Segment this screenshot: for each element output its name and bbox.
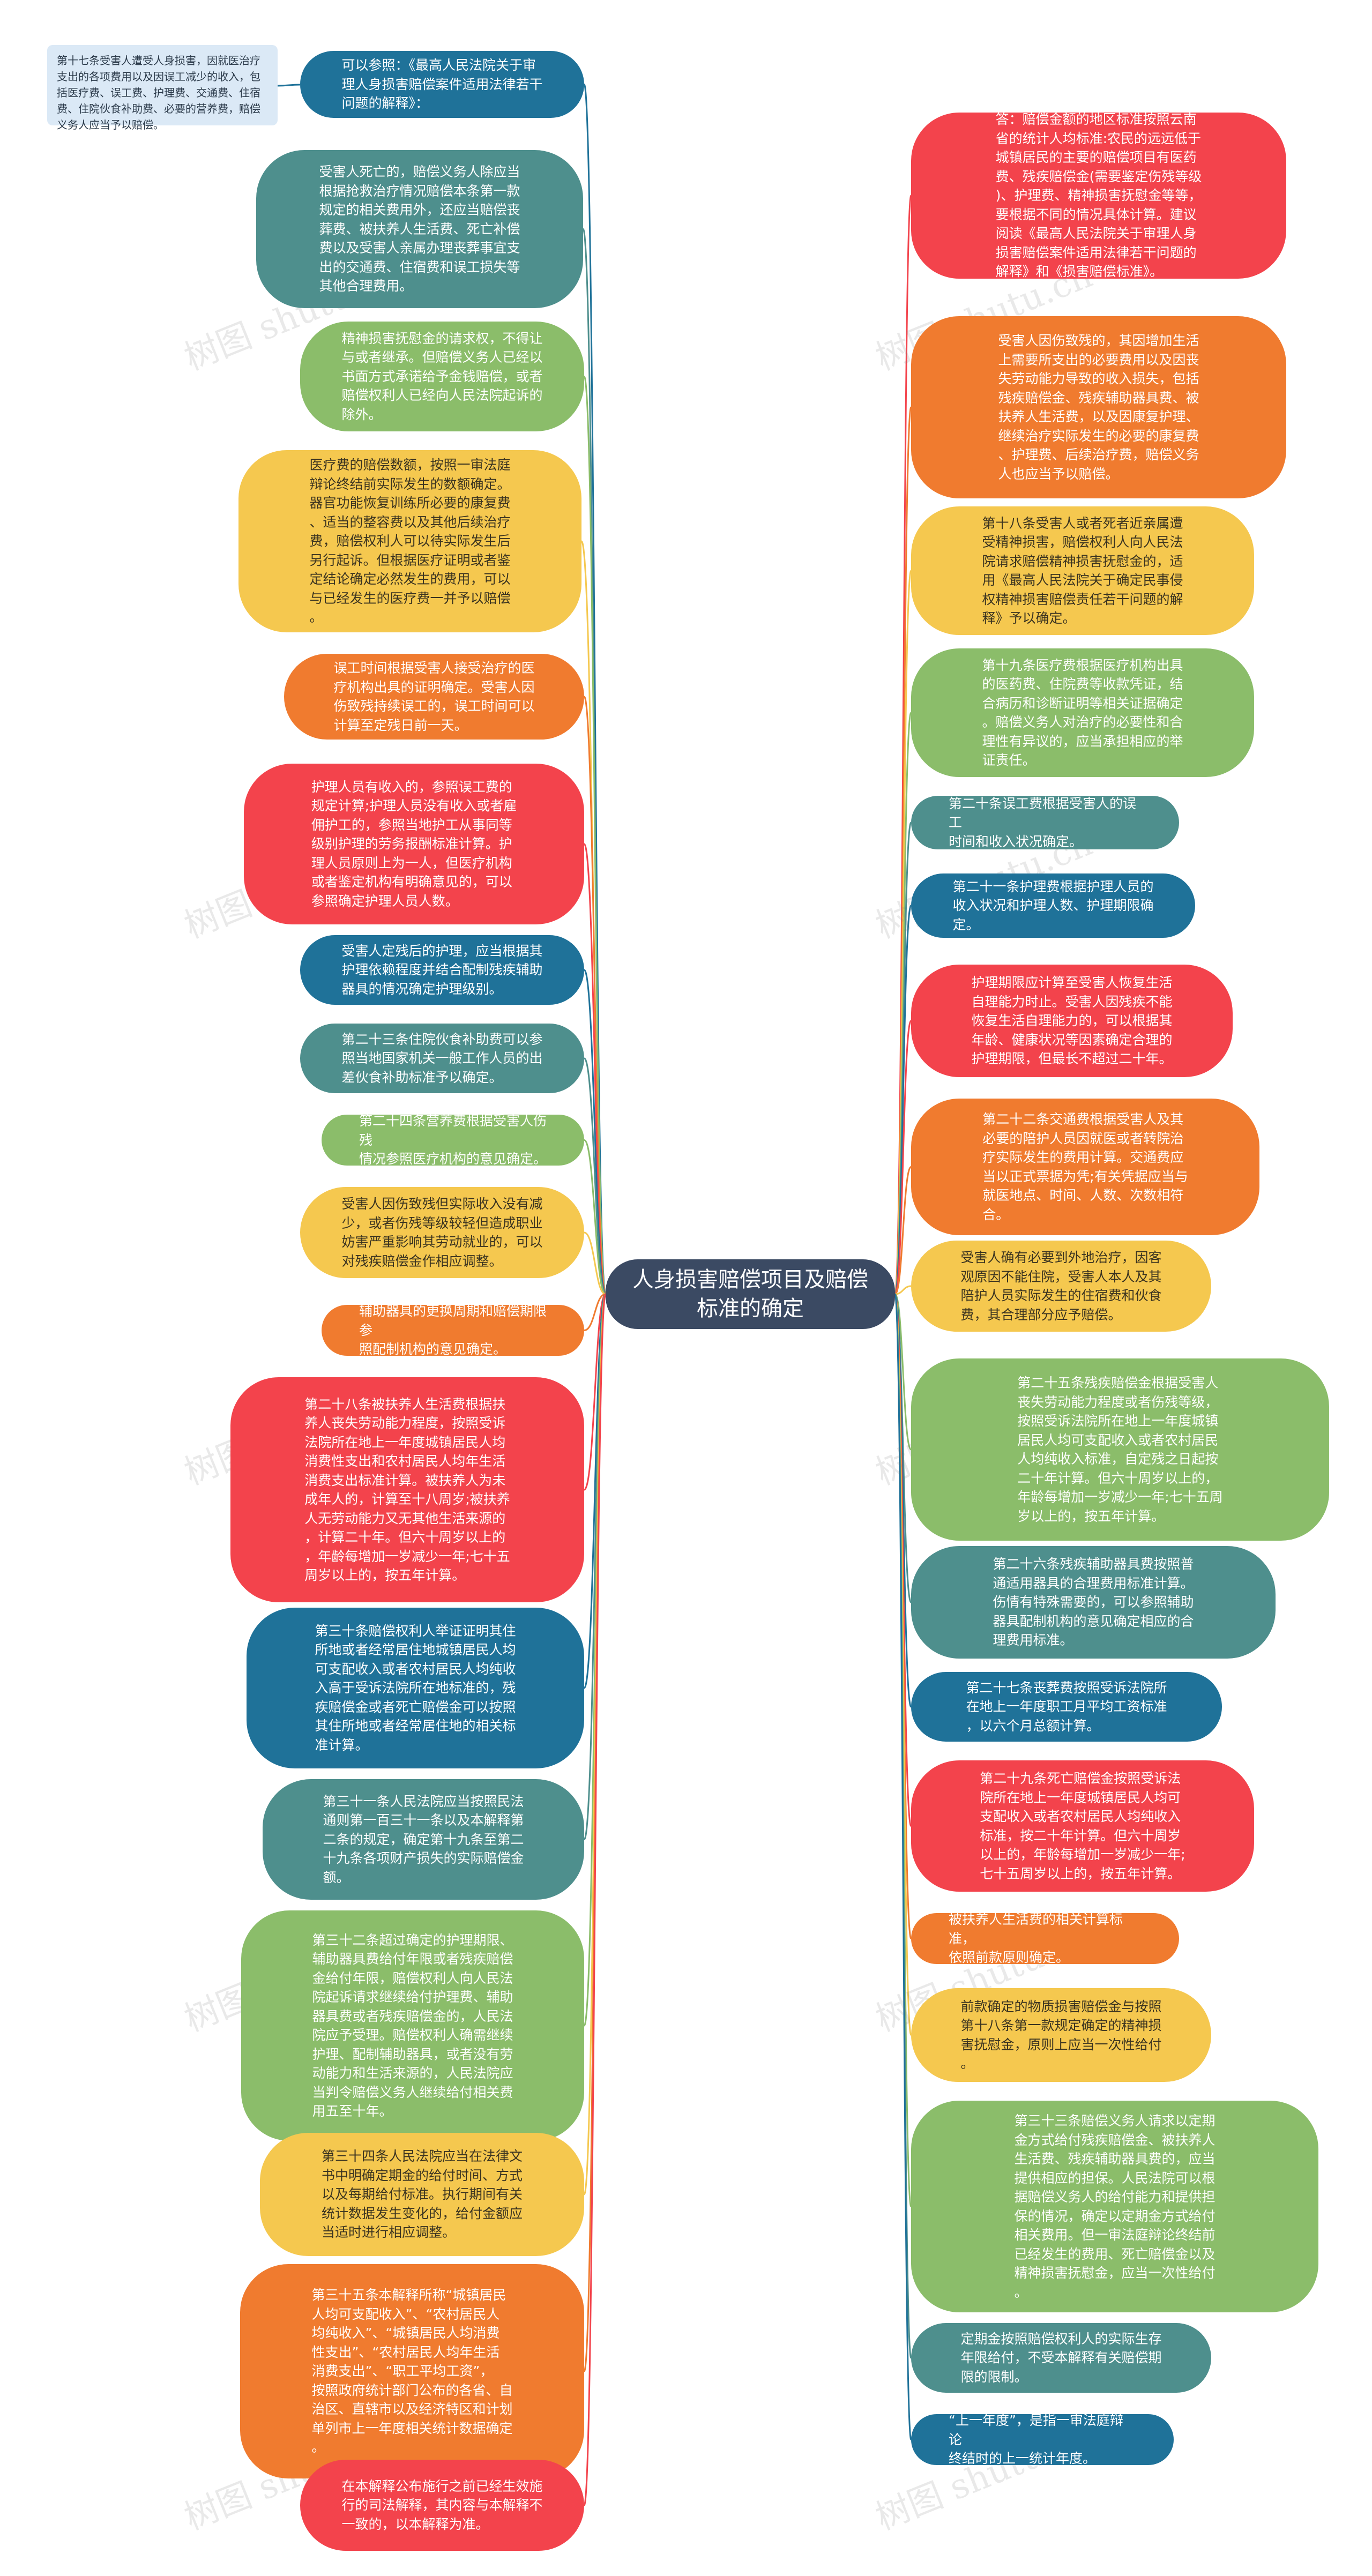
left-connector (584, 1293, 606, 1331)
right-branch-node[interactable]: 第十九条医疗费根据医疗机构出具 的医药费、住院费等收款凭证，结 合病历和诊断证明… (911, 648, 1254, 777)
right-branch-text: 第二十一条护理费根据护理人员的 收入状况和护理人数、护理期限确 定。 (952, 878, 1154, 932)
left-branch-node[interactable]: 医疗费的赔偿数额，按照一审法庭 辩论终结前实际发生的数额确定。 器官功能恢复训练… (238, 450, 581, 632)
left-branch-text: 受害人死亡的，赔偿义务人除应当 根据抢救治疗情况赔偿本条第一款 规定的相关费用外… (319, 164, 520, 294)
right-branch-node[interactable]: 第二十七条丧葬费按照受诉法院所 在地上一年度职工月平均工资标准 ，以六个月总额计… (911, 1672, 1222, 1742)
left-branch-node[interactable]: 护理人员有收入的，参照误工费的 规定计算;护理人员没有收入或者雇 佣护工的，参照… (244, 764, 584, 924)
left-branch-text: 第三十条赔偿权利人举证证明其住 所地或者经常居住地城镇居民人均 可支配收入或者农… (315, 1623, 516, 1753)
left-branch-text: 在本解释公布施行之前已经生效施 行的司法解释，其内容与本解释不 一致的，以本解释… (341, 2478, 543, 2532)
left-branch-node[interactable]: 辅助器具的更换周期和赔偿期限参 照配制机构的意见确定。 (322, 1303, 584, 1357)
right-branch-text: 受害人确有必要到外地治疗，因客 观原因不能住院，受害人本人及其 陪护人员实际发生… (960, 1250, 1162, 1323)
right-branch-text: “上一年度”，是指一审法庭辩论 终结时的上一统计年度。 (949, 2413, 1123, 2467)
left-branch-text: 医疗费的赔偿数额，按照一审法庭 辩论终结前实际发生的数额确定。 器官功能恢复训练… (309, 457, 511, 625)
left-branch-node[interactable]: 第二十四条营养费根据受害人伤残 情况参照医疗机构的意见确定。 (322, 1113, 584, 1167)
left-branch-text: 第二十四条营养费根据受害人伤残 情况参照医疗机构的意见确定。 (359, 1113, 547, 1167)
left-branch-text: 第二十八条被扶养人生活费根据扶 养人丧失劳动能力程度，按照受诉 法院所在地上一年… (304, 1396, 510, 1584)
right-branch-text: 第十八条受害人或者死者近亲属遭 受精神损害，赔偿权利人向人民法 院请求赔偿精神损… (982, 515, 1183, 626)
right-branch-node[interactable]: 护理期限应计算至受害人恢复生活 自理能力时止。受害人因残疾不能 恢复生活自理能力… (911, 965, 1233, 1077)
right-branch-node[interactable]: 第十八条受害人或者死者近亲属遭 受精神损害，赔偿权利人向人民法 院请求赔偿精神损… (911, 506, 1254, 635)
right-branch-node[interactable]: 第三十三条赔偿义务人请求以定期 金方式给付残疾赔偿金、被扶养人 生活费、残疾辅助… (911, 2101, 1318, 2312)
right-branch-text: 被扶养人生活费的相关计算标准， 依照前款原则确定。 (949, 1912, 1123, 1966)
central-topic[interactable]: 人身损害赔偿项目及赔偿 标准的确定 (606, 1259, 895, 1329)
left-branch-node[interactable]: 第二十八条被扶养人生活费根据扶 养人丧失劳动能力程度，按照受诉 法院所在地上一年… (230, 1377, 584, 1602)
left-branch-text: 精神损害抚慰金的请求权，不得让 与或者继承。但赔偿义务人已经以 书面方式承诺给予… (341, 330, 543, 422)
left-branch-node[interactable]: 受害人定残后的护理，应当根据其 护理依赖程度并结合配制残疾辅助 器具的情况确定护… (300, 935, 584, 1005)
right-branch-node[interactable]: 被扶养人生活费的相关计算标准， 依照前款原则确定。 (911, 1912, 1179, 1966)
right-branch-node[interactable]: 受害人因伤致残的，其因增加生活 上需要所支出的必要费用以及因丧 失劳动能力导致的… (911, 316, 1286, 498)
left-connector (583, 376, 607, 1295)
right-branch-text: 第二十九条死亡赔偿金按照受诉法 院所在地上一年度城镇居民人均可 支配收入或者农村… (980, 1771, 1185, 1881)
left-branch-node[interactable]: 第三十条赔偿权利人举证证明其住 所地或者经常居住地城镇居民人均 可支配收入或者农… (247, 1608, 584, 1768)
left-connector (583, 1293, 607, 1491)
right-branch-node[interactable]: 定期金按照赔偿权利人的实际生存 年限给付，不受本解释有关赔偿期 限的限制。 (911, 2323, 1211, 2393)
left-branch-text: 第三十二条超过确定的护理期限、 辅助器具费给付年限或者残疾赔偿 金给付年限，赔偿… (312, 1932, 513, 2119)
left-connector (583, 1293, 607, 2506)
left-branch-text: 护理人员有收入的，参照误工费的 规定计算;护理人员没有收入或者雇 佣护工的，参照… (311, 779, 517, 909)
right-branch-node[interactable]: 第二十六条残疾辅助器具费按照普 通适用器具的合理费用标准计算。 伤情有特殊需要的… (911, 1546, 1276, 1659)
right-branch-node[interactable]: 前款确定的物质损害赔偿金与按照 第十八条第一款规定确定的精神损 害抚慰金，原则上… (911, 1988, 1211, 2082)
left-branch-node[interactable]: 第二十三条住院伙食补助费可以参 照当地国家机关一般工作人员的出 差伙食补助标准予… (300, 1024, 584, 1093)
right-branch-node[interactable]: 答：赔偿金额的地区标准按照云南 省的统计人均标准:农民的远远低于 城镇居民的主要… (911, 111, 1286, 280)
left-branch-node[interactable]: 第三十一条人民法院应当按照民法 通则第一百三十一条以及本解释第 二条的规定，确定… (263, 1779, 584, 1900)
left-connector (583, 1139, 607, 1295)
right-branch-node[interactable]: 第二十九条死亡赔偿金按照受诉法 院所在地上一年度城镇居民人均可 支配收入或者农村… (911, 1760, 1254, 1892)
note-text: 第十七条受害人遭受人身损害，因就医治疗支出的各项费用以及因误工减少的收入，包括医… (57, 54, 260, 131)
left-connector (583, 1293, 607, 2196)
left-branch-text: 第三十一条人民法院应当按照民法 通则第一百三十一条以及本解释第 二条的规定，确定… (323, 1793, 524, 1885)
right-branch-node[interactable]: 第二十条误工费根据受害人的误工 时间和收入状况确定。 (911, 796, 1179, 849)
right-branch-text: 受害人因伤致残的，其因增加生活 上需要所支出的必要费用以及因丧 失劳动能力导致的… (998, 333, 1199, 482)
right-branch-text: 第三十三条赔偿义务人请求以定期 金方式给付残疾赔偿金、被扶养人 生活费、残疾辅助… (1014, 2113, 1216, 2300)
left-branch-node[interactable]: 受害人因伤致残但实际收入没有减 少，或者伤残等级较轻但造成职业 妨害严重影响其劳… (300, 1187, 584, 1278)
note-connector (277, 84, 301, 87)
left-branch-text: 可以参照：《最高人民法院关于审 理人身损害赔偿案件适用法律若干 问题的解释》： (341, 57, 543, 111)
right-branch-text: 第二十条误工费根据受害人的误工 时间和收入状况确定。 (949, 795, 1137, 849)
left-connector (584, 1231, 606, 1295)
right-branch-text: 定期金按照赔偿权利人的实际生存 年限给付，不受本解释有关赔偿期 限的限制。 (960, 2331, 1162, 2385)
central-topic-label: 人身损害赔偿项目及赔偿 标准的确定 (632, 1267, 868, 1321)
left-branch-text: 误工时间根据受害人接受治疗的医 疗机构出具的证明确定。受害人因 伤致残持续误工的… (333, 660, 535, 733)
right-branch-node[interactable]: 受害人确有必要到外地治疗，因客 观原因不能住院，受害人本人及其 陪护人员实际发生… (911, 1241, 1211, 1332)
left-branch-text: 第二十三条住院伙食补助费可以参 照当地国家机关一般工作人员的出 差伙食补助标准予… (341, 1031, 543, 1085)
right-branch-text: 第二十五条残疾赔偿金根据受害人 丧失劳动能力程度或者伤残等级， 按照受诉法院所在… (1017, 1375, 1223, 1524)
left-branch-node[interactable]: 误工时间根据受害人接受治疗的医 疗机构出具的证明确定。受害人因 伤致残持续误工的… (284, 654, 584, 740)
left-branch-node[interactable]: 可以参照：《最高人民法院关于审 理人身损害赔偿案件适用法律若干 问题的解释》： (300, 51, 584, 118)
left-connector (583, 1057, 607, 1295)
right-branch-text: 答：赔偿金额的地区标准按照云南 省的统计人均标准:农民的远远低于 城镇居民的主要… (995, 111, 1202, 280)
right-branch-node[interactable]: 第二十二条交通费根据受害人及其 必要的陪护人员因就医或者转院治 疗实际发生的费用… (911, 1099, 1259, 1235)
left-branch-node[interactable]: 精神损害抚慰金的请求权，不得让 与或者继承。但赔偿义务人已经以 书面方式承诺给予… (300, 322, 584, 431)
right-connector (894, 1293, 912, 2440)
right-connector (894, 1020, 912, 1295)
note-box: 第十七条受害人遭受人身损害，因就医治疗支出的各项费用以及因误工减少的收入，包括医… (47, 45, 278, 131)
left-branch-text: 辅助器具的更换周期和赔偿期限参 照配制机构的意见确定。 (359, 1303, 547, 1357)
right-connector (894, 1166, 912, 1295)
left-branch-node[interactable]: 第三十四条人民法院应当在法律文 书中明确定期金的给付时间、方式 以及每期给付标准… (260, 2133, 584, 2256)
right-branch-text: 第二十二条交通费根据受害人及其 必要的陪护人员因就医或者转院治 疗实际发生的费用… (982, 1111, 1188, 1222)
right-branch-node[interactable]: “上一年度”，是指一审法庭辩论 终结时的上一统计年度。 (911, 2413, 1174, 2467)
left-branch-node[interactable]: 受害人死亡的，赔偿义务人除应当 根据抢救治疗情况赔偿本条第一款 规定的相关费用外… (256, 150, 583, 308)
right-branch-text: 第二十七条丧葬费按照受诉法院所 在地上一年度职工月平均工资标准 ，以六个月总额计… (966, 1679, 1167, 1734)
left-branch-text: 受害人定残后的护理，应当根据其 护理依赖程度并结合配制残疾辅助 器具的情况确定护… (341, 943, 543, 997)
right-branch-text: 第十九条医疗费根据医疗机构出具 的医药费、住院费等收款凭证，结 合病历和诊断证明… (982, 657, 1183, 768)
right-branch-text: 护理期限应计算至受害人恢复生活 自理能力时止。受害人因残疾不能 恢复生活自理能力… (971, 975, 1173, 1067)
left-branch-node[interactable]: 在本解释公布施行之前已经生效施 行的司法解释，其内容与本解释不 一致的，以本解释… (300, 2460, 584, 2551)
right-branch-text: 第二十六条残疾辅助器具费按照普 通适用器具的合理费用标准计算。 伤情有特殊需要的… (993, 1556, 1194, 1648)
left-branch-node[interactable]: 第三十二条超过确定的护理期限、 辅助器具费给付年限或者残疾赔偿 金给付年限，赔偿… (241, 1910, 584, 2141)
right-branch-text: 前款确定的物质损害赔偿金与按照 第十八条第一款规定确定的精神损 害抚慰金，原则上… (960, 1998, 1162, 2072)
right-branch-node[interactable]: 第二十五条残疾赔偿金根据受害人 丧失劳动能力程度或者伤残等级， 按照受诉法院所在… (911, 1358, 1329, 1541)
left-branch-text: 第三十五条本解释所称“城镇居民 人均可支配收入”、“农村居民人 均纯收入”、“城… (311, 2287, 513, 2455)
right-connector (894, 1285, 912, 1295)
left-branch-node[interactable]: 第三十五条本解释所称“城镇居民 人均可支配收入”、“农村居民人 均纯收入”、“城… (240, 2264, 584, 2478)
left-branch-text: 受害人因伤致残但实际收入没有减 少，或者伤残等级较轻但造成职业 妨害严重影响其劳… (341, 1196, 543, 1269)
left-branch-text: 第三十四条人民法院应当在法律文 书中明确定期金的给付时间、方式 以及每期给付标准… (321, 2148, 523, 2241)
right-branch-node[interactable]: 第二十一条护理费根据护理人员的 收入状况和护理人数、护理期限确 定。 (911, 873, 1195, 938)
